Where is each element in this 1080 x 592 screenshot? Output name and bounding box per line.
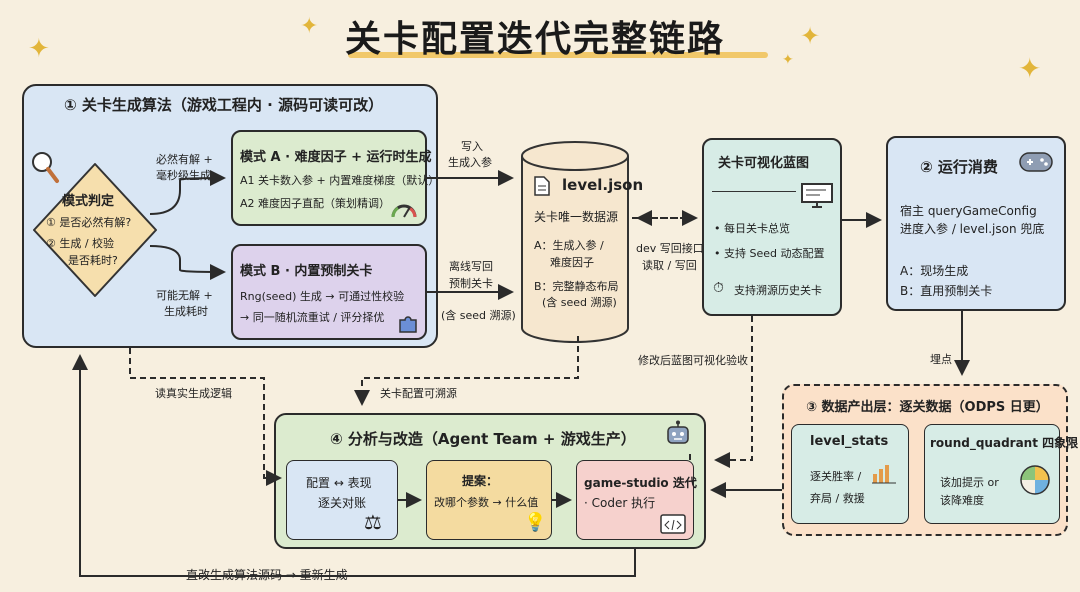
- blueprint-title: 关卡可视化蓝图: [718, 156, 810, 171]
- quadrant-icon: [1019, 464, 1051, 496]
- level-stats-line1: 逐关胜率 /: [810, 470, 862, 483]
- gamepad-icon: [1018, 150, 1054, 174]
- level-json-a2: 难度因子: [550, 256, 594, 269]
- level-json-cylinder: [518, 138, 632, 348]
- game-studio-line2: · Coder 执行: [584, 496, 656, 510]
- level-json-sub: 关卡唯一数据源: [534, 210, 619, 224]
- level-json-b1: B：完整静态布局: [534, 280, 619, 293]
- decision-title: 模式判定: [62, 194, 115, 209]
- mode-b-title: 模式 B · 内置预制关卡: [240, 264, 373, 279]
- offline-label-c: (含 seed 溯源): [441, 309, 516, 322]
- code-icon: [660, 514, 686, 534]
- level-json-b2: (含 seed 溯源): [542, 296, 617, 309]
- write-label-a: 写入: [461, 140, 483, 153]
- file-icon: [534, 176, 550, 196]
- page-title: 关卡配置迭代完整链路: [345, 19, 726, 60]
- mode-b-box: [231, 244, 427, 340]
- reconcile-line2: 逐关对账: [318, 496, 367, 510]
- level-stats-title: level_stats: [810, 434, 889, 449]
- runtime-line3: A：现场生成: [900, 264, 969, 278]
- section-4-title: ④ 分析与改造（Agent Team + 游戏生产）: [330, 430, 636, 448]
- blueprint-item-history: 支持溯源历史关卡: [734, 284, 822, 297]
- mode-a-title: 模式 A · 难度因子 + 运行时生成: [240, 150, 432, 165]
- mode-a-line2: A2 难度因子直配（策划精调）: [240, 197, 391, 210]
- edge-label-maybe-unsolvable: 可能无解 +: [156, 289, 213, 302]
- monitor-icon: [800, 182, 834, 210]
- mode-decision-diamond: [30, 160, 160, 300]
- level-stats-card: [791, 424, 909, 524]
- round-quadrant-line1: 该加提示 or: [940, 476, 999, 489]
- sparkle-icon: ✦: [28, 34, 50, 64]
- game-studio-line1: game-studio 迭代: [584, 476, 697, 490]
- bar-chart-icon: [871, 462, 897, 484]
- decision-q2a: ② 生成 / 校验: [46, 237, 115, 250]
- sparkle-icon: ✦: [1018, 52, 1042, 85]
- gauge-icon: [390, 198, 418, 220]
- decision-q2b: 是否耗时?: [68, 254, 118, 267]
- bury-label: 埋点: [930, 353, 952, 366]
- blueprint-item-seed: • 支持 Seed 动态配置: [714, 247, 825, 260]
- round-quadrant-line2: 该降难度: [940, 494, 984, 507]
- decision-q1: ① 是否必然有解?: [46, 216, 132, 229]
- blueprint-item-overview: • 每日关卡总览: [714, 222, 790, 235]
- section-3-title: ③ 数据产出层：逐关数据（ODPS 日更）: [806, 400, 1049, 415]
- blueprint-divider: [712, 191, 796, 192]
- runtime-line2: 进度入参 / level.json 兜底: [900, 222, 1045, 236]
- lightbulb-icon: 💡: [524, 512, 547, 533]
- title-underline: [348, 52, 768, 58]
- round-quadrant-title: round_quadrant 四象限: [930, 436, 1079, 450]
- write-label-b: 生成入参: [448, 156, 492, 169]
- proposal-line1: 提案：: [462, 474, 499, 488]
- runtime-line4: B：直用预制关卡: [900, 284, 993, 298]
- edge-label-slow-gen: 生成耗时: [164, 305, 208, 318]
- proposal-line2: 改哪个参数 → 什么值: [434, 496, 539, 509]
- dev-label-a: dev 写回接口: [636, 242, 704, 255]
- section-1-title: ① 关卡生成算法（游戏工程内 · 源码可读可改）: [64, 96, 384, 114]
- blueprint-box: [702, 138, 842, 316]
- offline-label-a: 离线写回: [449, 260, 493, 273]
- mode-b-line1: Rng(seed) 生成 → 可通过性校验: [240, 290, 405, 303]
- clock-icon: ⏱: [713, 280, 724, 296]
- runtime-line1: 宿主 queryGameConfig: [900, 204, 1037, 218]
- sparkle-icon: ✦: [782, 52, 794, 68]
- level-stats-line2: 弃局 / 救援: [810, 492, 865, 505]
- scale-icon: ⚖: [364, 510, 382, 534]
- sparkle-icon: ✦: [300, 14, 319, 39]
- dev-label-b: 读取 / 写回: [642, 259, 697, 272]
- edge-label-must-solve: 必然有解 +: [156, 153, 213, 166]
- puzzle-icon: [398, 314, 418, 334]
- level-json-title: level.json: [562, 176, 644, 194]
- trace-label: 关卡配置可溯源: [380, 387, 457, 400]
- search-icon: [30, 150, 60, 184]
- section-2-title: ② 运行消费: [920, 158, 998, 176]
- sparkle-icon: ✦: [800, 22, 821, 50]
- read-real-label: 读真实生成逻辑: [155, 387, 232, 400]
- offline-label-b: 预制关卡: [449, 277, 493, 290]
- level-json-a1: A：生成入参 /: [534, 239, 604, 252]
- mode-b-line2: → 同一随机流重试 / 评分择优: [240, 311, 385, 324]
- reconcile-line1: 配置 ↔ 表现: [306, 476, 372, 490]
- reconcile-card: [286, 460, 398, 540]
- verify-label: 修改后蓝图可视化验收: [638, 354, 748, 367]
- mode-a-line1: A1 关卡数入参 + 内置难度梯度（默认）: [240, 174, 440, 187]
- robot-icon: [664, 420, 692, 448]
- proposal-card: [426, 460, 552, 540]
